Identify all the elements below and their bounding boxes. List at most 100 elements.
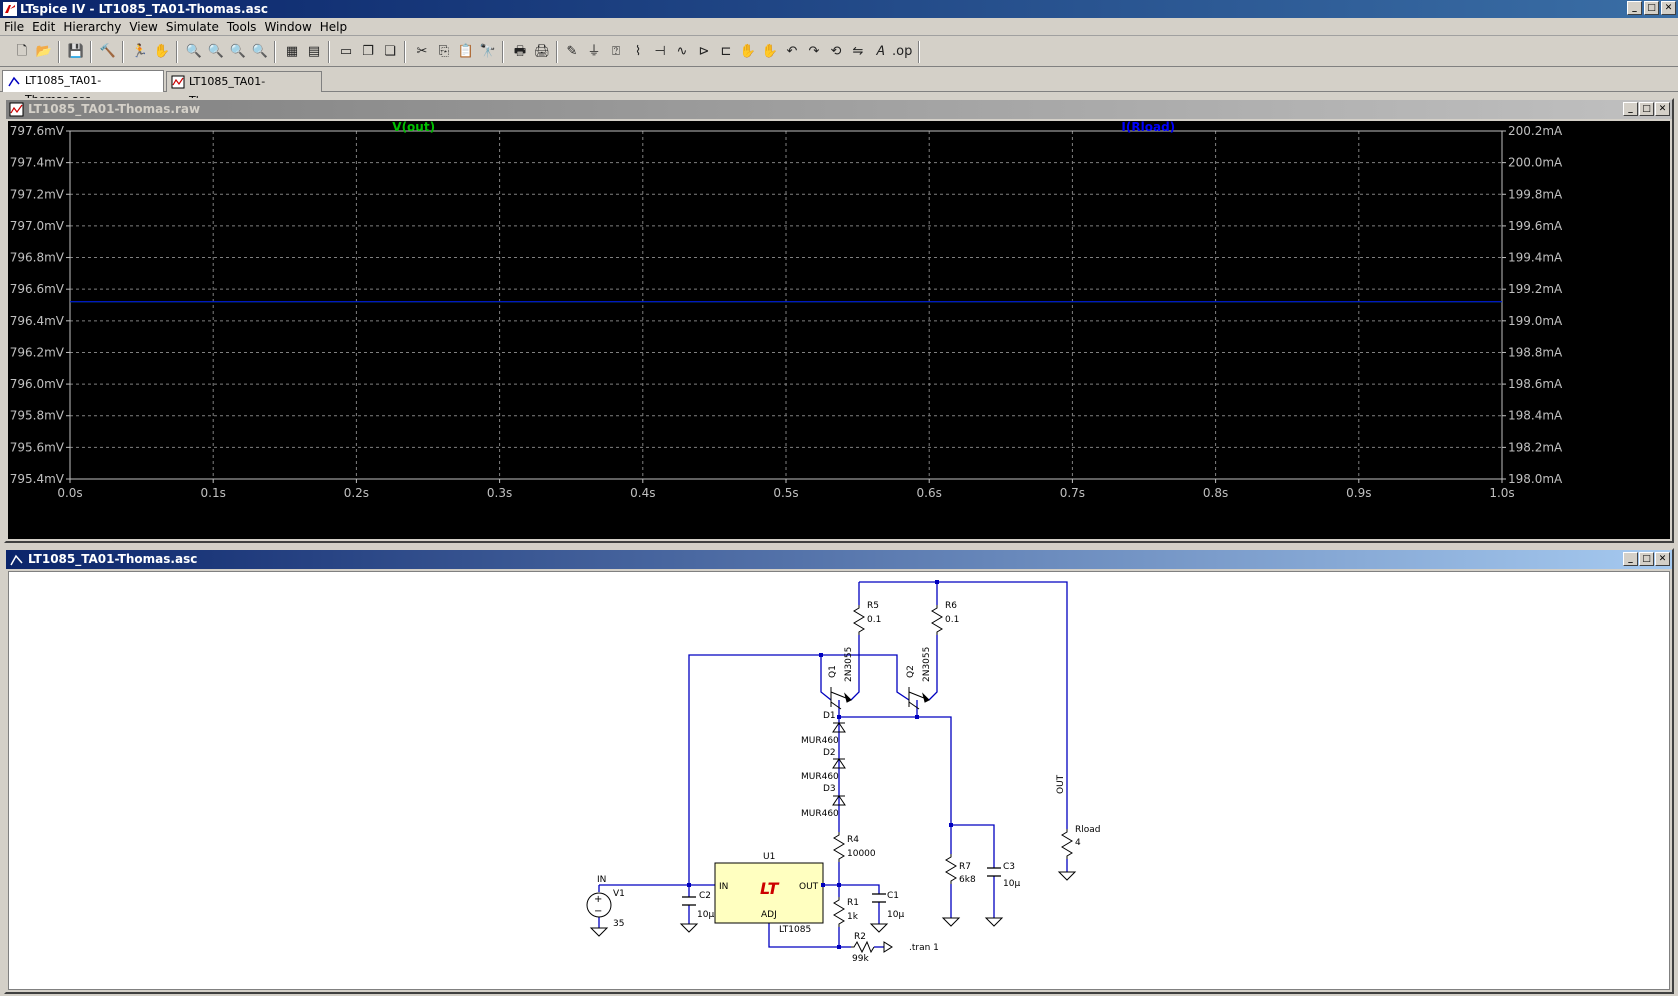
y-right-tick-label: 198.0mA: [1508, 472, 1563, 486]
cascade-icon[interactable]: ❐: [362, 44, 374, 59]
y-right-tick-label: 200.2mA: [1508, 124, 1563, 138]
undo-icon[interactable]: ↶: [786, 44, 798, 59]
pick-visible-traces-icon[interactable]: ▤: [307, 44, 321, 59]
zoom-out-icon[interactable]: 🔍: [229, 44, 247, 59]
zoom-in-icon[interactable]: 🔍: [185, 44, 203, 59]
menu-edit[interactable]: Edit: [32, 20, 56, 34]
q1-label: Q1: [828, 665, 838, 678]
d3-model: MUR460: [801, 809, 839, 819]
redo-icon[interactable]: ↷: [808, 44, 820, 59]
schematic-canvas[interactable]: + − LT R5 0.1 R6 0.1 Q1 2N3055 Q2: [8, 571, 1670, 990]
menu-simulate[interactable]: Simulate: [165, 20, 219, 34]
pan-icon[interactable]: 🔍: [207, 44, 225, 59]
rotate-icon[interactable]: ⟲: [830, 44, 842, 59]
x-tick-label: 0.7s: [1060, 486, 1085, 500]
capacitors: [682, 867, 1001, 906]
menu-bar: File Edit Hierarchy View Simulate Tools …: [0, 18, 1678, 36]
resistor-icon[interactable]: ⌇: [634, 44, 642, 59]
c2-value: 10µ: [697, 910, 714, 920]
close-button[interactable]: ✕: [1661, 1, 1676, 15]
find-icon[interactable]: 🔭: [479, 44, 497, 59]
u1-pin-out: OUT: [799, 882, 819, 892]
r5-label: R5: [867, 601, 879, 611]
autorange-icon[interactable]: ▦: [285, 44, 299, 59]
minimize-button[interactable]: _: [1627, 1, 1642, 15]
x-tick-label: 0.4s: [630, 486, 655, 500]
copy-icon[interactable]: ⎘: [438, 44, 450, 59]
d2-model: MUR460: [801, 772, 839, 782]
q2-label: Q2: [906, 665, 916, 678]
drag-icon[interactable]: ✋: [761, 44, 779, 59]
waveform-maximize-button[interactable]: □: [1639, 102, 1654, 116]
zoom-fit-icon[interactable]: 🔍: [251, 44, 269, 59]
menu-file[interactable]: File: [4, 20, 25, 34]
ground-icon[interactable]: ⏚: [587, 44, 601, 59]
y-left-tick-label: 796.0mV: [10, 377, 65, 391]
mirror-icon[interactable]: ⇋: [852, 44, 864, 59]
diode-icon[interactable]: ⊳: [698, 44, 710, 59]
ltspice-icon: [3, 2, 17, 16]
menu-help[interactable]: Help: [319, 20, 348, 34]
waveform-minimize-button[interactable]: _: [1623, 102, 1638, 116]
svg-text:+: +: [594, 894, 602, 905]
lt1085-ic[interactable]: [714, 862, 824, 924]
spice-directive-icon[interactable]: .op: [892, 44, 913, 59]
paste-icon[interactable]: 📋: [457, 44, 475, 59]
svg-text:−: −: [594, 906, 602, 917]
r6-value: 0.1: [945, 615, 959, 625]
new-schematic-icon[interactable]: 🗋: [16, 44, 28, 59]
schematic-drawing[interactable]: + − LT R5 0.1 R6 0.1 Q1 2N3055 Q2: [9, 572, 1671, 990]
tab-schematic[interactable]: LT1085_TA01-Thomas.asc: [2, 70, 164, 106]
tab-waveform[interactable]: LT1085_TA01-Thomas.raw: [166, 71, 322, 107]
transistors: [830, 687, 930, 710]
close-all-icon[interactable]: ❏: [384, 44, 396, 59]
maximize-button[interactable]: □: [1644, 1, 1659, 15]
diodes: [832, 722, 846, 806]
v1-label: V1: [613, 889, 625, 899]
u1-model: LT1085: [779, 925, 811, 935]
control-panel-icon[interactable]: 🔨: [99, 44, 117, 59]
y-left-tick-label: 796.2mV: [10, 345, 65, 359]
move-icon[interactable]: ✋: [739, 44, 757, 59]
run-icon[interactable]: 🏃: [131, 44, 149, 59]
y-left-tick-label: 796.6mV: [10, 282, 65, 296]
y-right-tick-label: 198.4mA: [1508, 409, 1563, 423]
cut-icon[interactable]: ✂: [416, 44, 428, 59]
text-icon[interactable]: 𝐴: [875, 44, 885, 59]
print-icon[interactable]: 🖨: [533, 44, 551, 59]
halt-icon[interactable]: ✋: [153, 44, 171, 59]
document-tabs: LT1085_TA01-Thomas.asc LT1085_TA01-Thoma…: [0, 68, 1678, 107]
ground-symbols: [589, 871, 1077, 953]
y-left-tick-label: 795.8mV: [10, 409, 65, 423]
schematic-maximize-button[interactable]: □: [1639, 552, 1654, 566]
window-titlebar: LTspice IV - LT1085_TA01-Thomas.asc _ □ …: [0, 0, 1678, 18]
menu-view[interactable]: View: [129, 20, 158, 34]
schematic-close-button[interactable]: ✕: [1655, 552, 1670, 566]
x-tick-label: 0.6s: [917, 486, 942, 500]
c3-label: C3: [1003, 862, 1015, 872]
y-left-tick-label: 797.6mV: [10, 124, 65, 138]
component-icon[interactable]: ⊏: [720, 44, 732, 59]
schematic-minimize-button[interactable]: _: [1623, 552, 1638, 566]
r6-label: R6: [945, 601, 957, 611]
rload-label: Rload: [1075, 825, 1101, 835]
schematic-icon: [8, 76, 20, 87]
waveform-close-button[interactable]: ✕: [1655, 102, 1670, 116]
r2-label: R2: [854, 932, 866, 942]
tile-horizontal-icon[interactable]: ▭: [339, 44, 353, 59]
menu-window[interactable]: Window: [264, 20, 312, 34]
d1-model: MUR460: [801, 736, 839, 746]
capacitor-icon[interactable]: ⊣: [654, 44, 666, 59]
open-icon[interactable]: 📂: [35, 44, 53, 59]
draw-wire-icon[interactable]: ✎: [566, 44, 578, 59]
menu-tools[interactable]: Tools: [226, 20, 257, 34]
label-net-icon[interactable]: ⍰: [612, 44, 620, 59]
inductor-icon[interactable]: ∿: [676, 44, 688, 59]
menu-hierarchy[interactable]: Hierarchy: [63, 20, 122, 34]
u1-pin-adj: ADJ: [761, 910, 777, 920]
print-preview-icon[interactable]: 🖶: [513, 44, 527, 59]
save-icon[interactable]: 💾: [67, 44, 85, 59]
